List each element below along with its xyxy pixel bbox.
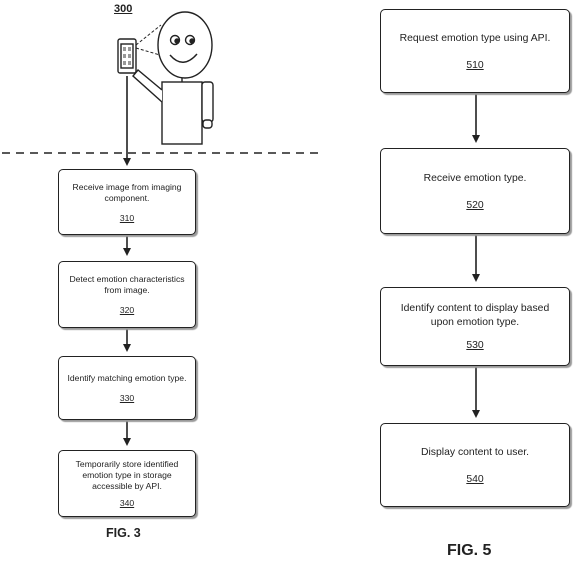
- figure-caption-3: FIG. 3: [106, 526, 141, 540]
- step-510-box: Request emotion type using API. 510: [380, 9, 570, 93]
- step-number: 320: [119, 305, 135, 315]
- step-text: Receive emotion type.: [423, 172, 527, 184]
- step-number: 520: [466, 199, 484, 211]
- step-text: Identify matching emotion type.: [67, 373, 187, 383]
- figure-reference-300: 300: [114, 3, 133, 15]
- step-320-box: Detect emotion characteristics from imag…: [58, 261, 196, 328]
- step-310-box: Receive image from imaging component. 31…: [58, 169, 196, 235]
- step-text: Receive image from imaging component.: [72, 181, 182, 203]
- step-number: 330: [119, 393, 135, 403]
- user-figure-icon: [117, 11, 214, 145]
- step-text: Request emotion type using API.: [399, 32, 551, 44]
- step-text: Display content to user.: [420, 446, 529, 458]
- step-text: Temporarily store identified emotion typ…: [75, 459, 179, 491]
- step-number: 530: [466, 340, 484, 351]
- step-number: 340: [119, 498, 135, 508]
- step-number: 510: [466, 59, 484, 71]
- step-number: 310: [119, 212, 135, 223]
- step-number: 540: [466, 473, 484, 485]
- step-text: Identify content to display based upon e…: [400, 303, 550, 328]
- step-520-box: Receive emotion type. 520: [380, 148, 570, 234]
- step-330-box: Identify matching emotion type. 330: [58, 356, 196, 420]
- step-340-box: Temporarily store identified emotion typ…: [58, 450, 196, 517]
- step-text: Detect emotion characteristics from imag…: [69, 274, 185, 295]
- figure-caption-5: FIG. 5: [447, 542, 492, 559]
- step-530-box: Identify content to display based upon e…: [380, 287, 570, 366]
- step-540-box: Display content to user. 540: [380, 423, 570, 507]
